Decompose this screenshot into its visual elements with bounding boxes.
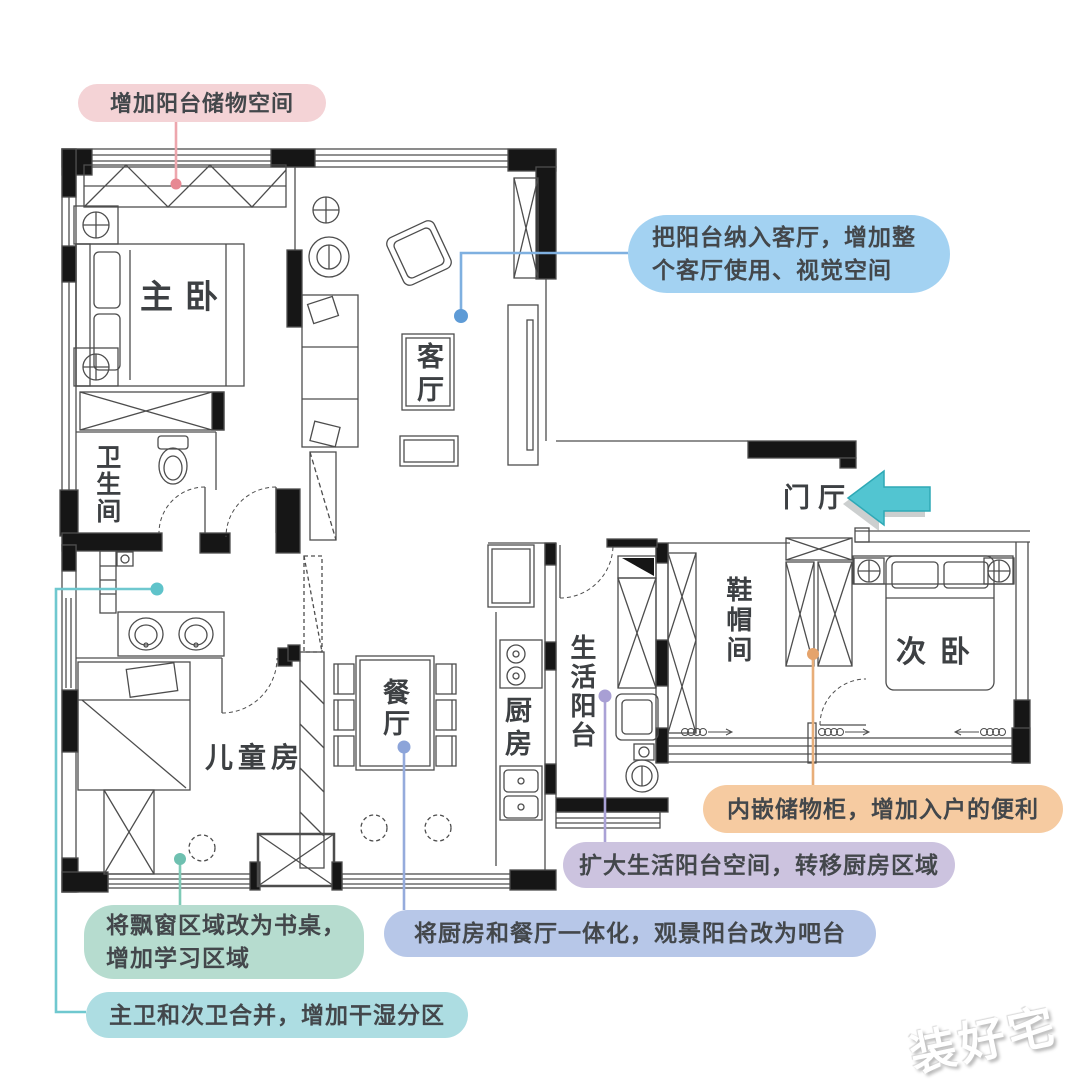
room-label-kitchen: 厨房 bbox=[501, 696, 532, 762]
room-label-living-room: 客厅 bbox=[413, 342, 444, 408]
callout-text-line1: 将飘窗区域改为书桌， bbox=[106, 912, 346, 938]
old-balcony-partition bbox=[286, 167, 337, 541]
leader-balcony-storage bbox=[170, 120, 182, 190]
callout-kitchen-dining: 将厨房和餐厅一体化，观景阳台改为吧台 bbox=[384, 910, 876, 957]
room-label-master-bedroom: 主卧 bbox=[140, 278, 230, 315]
room-label-life-balcony: 生活阳台 bbox=[566, 634, 597, 750]
room-label-second-bedroom: 次卧 bbox=[896, 636, 984, 669]
leader-balcony-living bbox=[454, 251, 628, 323]
outer-walls-upper bbox=[59, 148, 857, 554]
life-balcony-fixtures bbox=[555, 542, 669, 829]
room-label-kids-room: 儿童房 bbox=[205, 742, 305, 773]
callout-balcony-storage: 增加阳台储物空间 bbox=[78, 84, 326, 122]
hall-vanity bbox=[99, 550, 225, 657]
dining-partition bbox=[287, 555, 325, 869]
callout-text: 主卫和次卫合并，增加干湿分区 bbox=[109, 1001, 445, 1028]
callout-text-line1: 把阳台纳入客厅，增加整 bbox=[652, 224, 916, 250]
callout-balcony-living: 把阳台纳入客厅，增加整 个客厅使用、视觉空间 bbox=[628, 215, 950, 293]
kitchen-fixtures bbox=[487, 542, 557, 870]
callout-text-line2: 增加学习区域 bbox=[106, 945, 250, 971]
callout-text: 扩大生活阳台空间，转移厨房区域 bbox=[579, 851, 939, 878]
entry-arrow bbox=[843, 469, 931, 531]
leader-life-balcony bbox=[598, 689, 612, 842]
room-label-cloakroom: 鞋帽间 bbox=[722, 576, 753, 666]
callout-bath-merge: 主卫和次卫合并，增加干湿分区 bbox=[86, 992, 468, 1038]
callout-text: 内嵌储物柜，增加入户的便利 bbox=[727, 795, 1039, 822]
leader-bay-window bbox=[174, 853, 186, 905]
room-label-dining-room: 餐厅 bbox=[378, 678, 410, 740]
master-bedroom-furniture bbox=[73, 164, 287, 431]
living-room-furniture bbox=[301, 177, 539, 467]
callout-life-balcony-expand: 扩大生活阳台空间，转移厨房区域 bbox=[563, 842, 955, 888]
leader-bath-merge bbox=[54, 582, 164, 1014]
callout-text-line2: 个客厅使用、视觉空间 bbox=[652, 257, 892, 283]
leader-storage-cabinet bbox=[807, 648, 819, 785]
callout-text: 增加阳台储物空间 bbox=[109, 90, 294, 116]
dining-table bbox=[333, 655, 457, 842]
callout-bay-window-desk: 将飘窗区域改为书桌， 增加学习区域 bbox=[84, 905, 364, 979]
bathroom-fixtures bbox=[76, 431, 217, 490]
leader-kitchen-dining bbox=[397, 740, 411, 910]
callout-text: 将厨房和餐厅一体化，观景阳台改为吧台 bbox=[414, 920, 846, 946]
kids-room bbox=[76, 647, 293, 875]
callout-storage-cabinet: 内嵌储物柜，增加入户的便利 bbox=[703, 785, 1063, 833]
cloakroom-and-storage bbox=[606, 537, 867, 764]
outer-walls-lower-left bbox=[61, 544, 557, 893]
second-bedroom bbox=[668, 527, 1031, 764]
room-label-bathroom: 卫生间 bbox=[92, 444, 121, 525]
room-label-foyer: 门厅 bbox=[783, 483, 853, 513]
